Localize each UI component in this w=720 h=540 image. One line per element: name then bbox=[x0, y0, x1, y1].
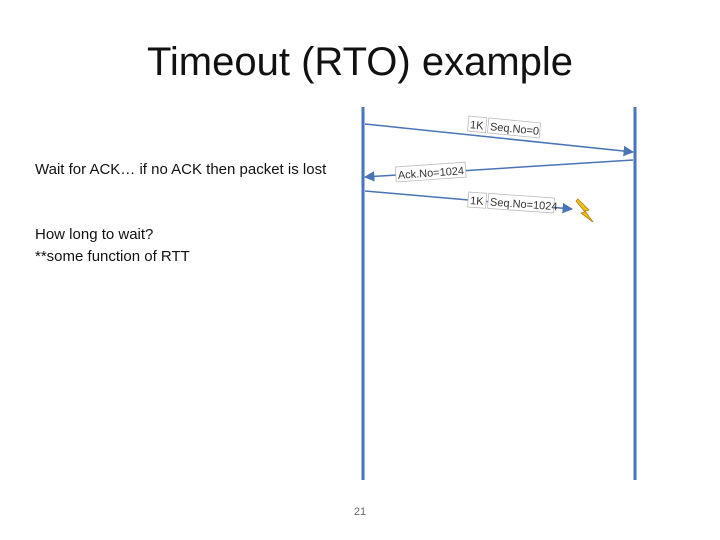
packet-seq1024-label: Seq.No=1024 bbox=[490, 197, 558, 214]
packet-seq0-arrow bbox=[364, 123, 635, 157]
rtt-function-text: **some function of RTT bbox=[35, 248, 190, 265]
packet-ack-label: Ack.No=1024 bbox=[397, 165, 464, 182]
slide-title: Timeout (RTO) example bbox=[146, 40, 574, 84]
lightning-bolt-icon bbox=[575, 198, 594, 223]
packet-seq0: 1K Seq.No=0 bbox=[364, 115, 635, 157]
packet-seq0-size: 1K bbox=[470, 119, 485, 132]
how-long-text: How long to wait? bbox=[35, 226, 154, 243]
page-number: 21 bbox=[353, 506, 367, 518]
packet-seq1024: 1K Seq.No=1024 bbox=[364, 190, 594, 223]
wait-for-ack-text: Wait for ACK… if no ACK then packet is l… bbox=[35, 161, 327, 178]
packet-ack: Ack.No=1024 bbox=[363, 159, 634, 183]
packet-seq0-label: Seq.No=0 bbox=[489, 121, 539, 138]
packet-seq1024-size: 1K bbox=[470, 195, 485, 208]
